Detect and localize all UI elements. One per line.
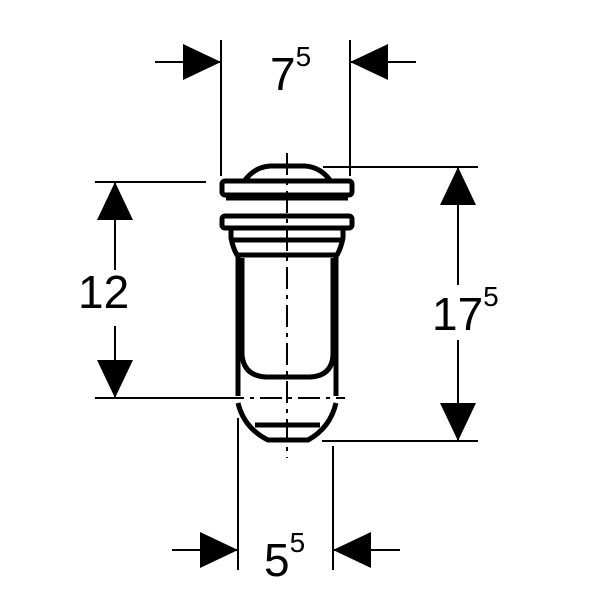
arrow-left-icon [350, 44, 388, 80]
dimension-bottom: 55 [172, 418, 400, 586]
arrow-left-icon [333, 532, 371, 568]
inner-u [239, 258, 336, 380]
dimension-label-right: 175 [432, 281, 499, 340]
arrow-up-icon [440, 167, 476, 205]
dimension-left: 12 [78, 181, 222, 399]
arrow-down-icon [97, 360, 133, 398]
arrow-right-icon [183, 44, 221, 80]
lower-flange [219, 213, 355, 231]
dimension-right: 175 [322, 166, 499, 442]
arrow-right-icon [200, 532, 238, 568]
collar [228, 228, 346, 258]
dimension-label-left: 12 [78, 266, 129, 318]
arrow-up-icon [97, 182, 133, 220]
dimension-label-top: 75 [270, 41, 311, 100]
dimension-top: 75 [155, 40, 416, 176]
dimension-label-bottom: 55 [264, 527, 305, 586]
arrow-down-icon [440, 403, 476, 441]
